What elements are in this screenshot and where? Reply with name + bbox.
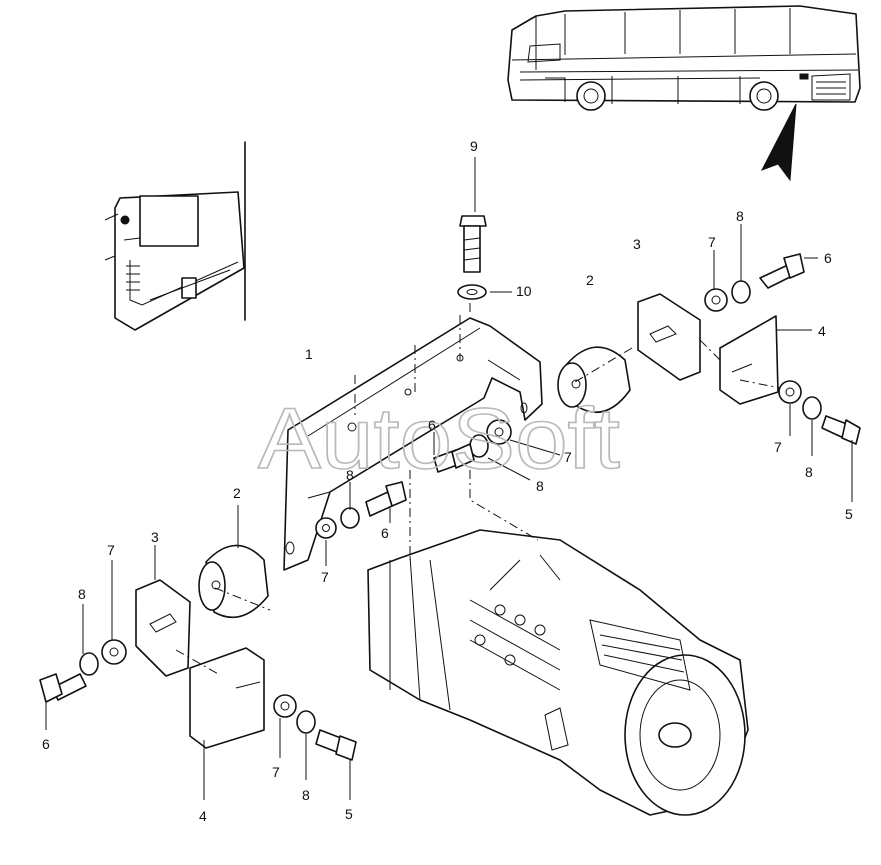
bolt-top <box>457 157 512 300</box>
callout-8-right-top: 8 <box>736 208 744 224</box>
callout-7-left-top: 7 <box>107 542 115 558</box>
callout-9: 9 <box>470 138 478 154</box>
callout-6-right-top: 6 <box>824 250 832 266</box>
callout-8-left-top: 8 <box>78 586 86 602</box>
callout-1: 1 <box>305 346 313 362</box>
callout-5-left: 5 <box>345 806 353 822</box>
callout-7-middle: 7 <box>564 449 572 465</box>
callout-7-middle-left: 7 <box>321 569 329 585</box>
bus-locator-illustration <box>507 5 861 182</box>
mount-stack-left <box>39 505 357 800</box>
callout-2-left: 2 <box>233 485 241 501</box>
callout-6-left: 6 <box>42 736 50 752</box>
callout-10: 10 <box>516 283 532 299</box>
watermark-text: AutoSoft <box>258 391 620 487</box>
callout-6-middle-upper: 6 <box>428 417 436 433</box>
callout-5-right: 5 <box>845 506 853 522</box>
callout-7-right-top: 7 <box>708 234 716 250</box>
callout-8-right-bottom: 8 <box>805 464 813 480</box>
callout-7-left-bottom: 7 <box>272 764 280 780</box>
callout-2-right: 2 <box>586 272 594 288</box>
gearbox-assembly <box>367 470 749 816</box>
callout-3-right: 3 <box>633 236 641 252</box>
callout-4-left: 4 <box>199 808 207 824</box>
bracket-part <box>283 298 543 571</box>
callout-labels: 9 10 1 2 3 7 8 6 4 7 8 5 6 7 8 8 6 7 2 3… <box>42 138 853 824</box>
callout-8-left-bottom: 8 <box>302 787 310 803</box>
mount-stack-right <box>557 224 861 502</box>
detail-inset-illustration <box>104 141 246 331</box>
callout-4-right: 4 <box>818 323 826 339</box>
fasteners-middle <box>315 419 561 566</box>
callout-3-left: 3 <box>151 529 159 545</box>
callout-6-middle-lower: 6 <box>381 525 389 541</box>
callout-8-middle: 8 <box>536 478 544 494</box>
location-arrow-icon <box>760 103 797 182</box>
callout-8-middle-left: 8 <box>346 467 354 483</box>
callout-7-right-bottom: 7 <box>774 439 782 455</box>
